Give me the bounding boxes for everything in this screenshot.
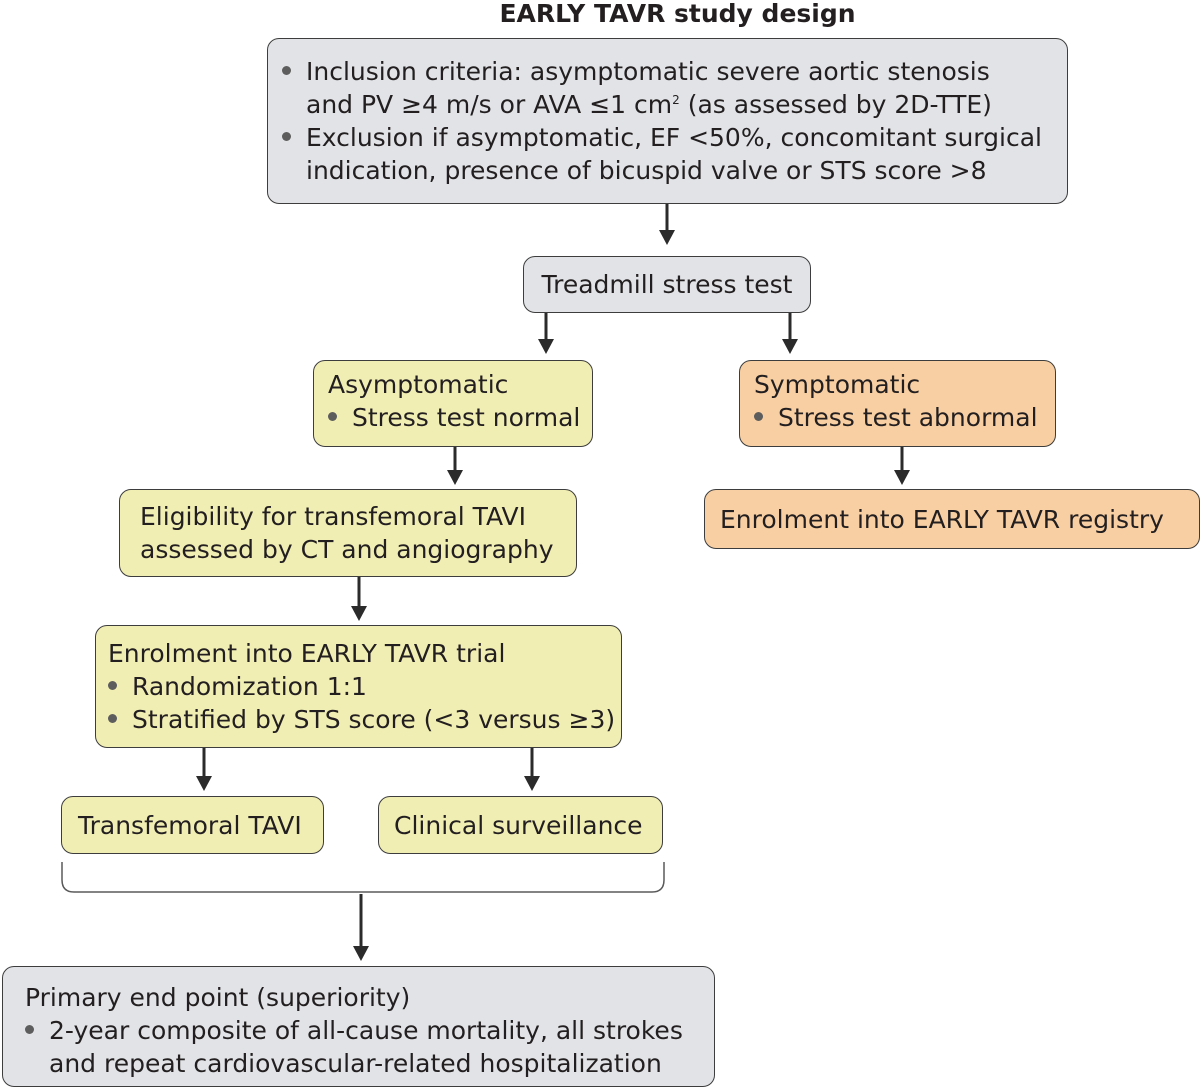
bullet-dot [108, 703, 132, 736]
bullet-dot [25, 1014, 49, 1047]
symptomatic-bullet: Stress test abnormal [778, 403, 1038, 432]
arrow-criteria-to-treadmill [659, 203, 675, 245]
bullet-dot [108, 670, 132, 703]
trial-heading: Enrolment into EARLY TAVR trial [108, 639, 506, 668]
criteria-box: Inclusion criteria: asymptomatic severe … [267, 38, 1068, 204]
registry-label: Enrolment into EARLY TAVR registry [720, 505, 1164, 534]
exclusion-criteria-text: Exclusion if asymptomatic, EF <50%, conc… [306, 123, 1042, 152]
exclusion-criteria-text-cont: indication, presence of bicuspid valve o… [306, 156, 987, 185]
registry-box: Enrolment into EARLY TAVR registry [704, 489, 1200, 549]
arrow-eligibility-to-trial [351, 577, 367, 621]
asymptomatic-box: Asymptomatic Stress test normal [313, 360, 593, 447]
symptomatic-box: Symptomatic Stress test abnormal [739, 360, 1056, 447]
surveillance-label: Clinical surveillance [394, 811, 643, 840]
arrow-trial-to-surveillance [524, 748, 540, 791]
bullet-dot [754, 401, 778, 434]
endpoint-box: Primary end point (superiority) 2-year c… [2, 966, 715, 1087]
inclusion-criteria-text: Inclusion criteria: asymptomatic severe … [306, 57, 990, 86]
grouping-bracket [61, 862, 665, 893]
bullet-dot [282, 55, 306, 88]
stratification-text: Stratified by STS score (<3 versus ≥3) [132, 705, 616, 734]
superscript-2: 2 [672, 93, 680, 107]
symptomatic-heading: Symptomatic [754, 370, 921, 399]
arrow-treadmill-to-asymptomatic [538, 313, 554, 354]
eligibility-line2: assessed by CT and angiography [140, 535, 554, 564]
tavi-label: Transfemoral TAVI [78, 811, 302, 840]
treadmill-label: Treadmill stress test [541, 270, 793, 299]
arrow-symptomatic-to-registry [894, 446, 910, 485]
randomization-text: Randomization 1:1 [132, 672, 367, 701]
endpoint-bullet: 2-year composite of all-cause mortality,… [49, 1016, 683, 1045]
arrow-treadmill-to-symptomatic [782, 313, 798, 354]
inclusion-criteria-text-cont: and PV ≥4 m/s or AVA ≤1 cm [306, 90, 673, 119]
trial-box: Enrolment into EARLY TAVR trial Randomiz… [95, 625, 622, 748]
asymptomatic-bullet: Stress test normal [352, 403, 581, 432]
arrow-bracket-to-endpoint [353, 894, 369, 961]
surveillance-box: Clinical surveillance [378, 796, 663, 854]
treadmill-box: Treadmill stress test [523, 256, 811, 313]
inclusion-criteria-text-tail: (as assessed by 2D-TTE) [679, 90, 992, 119]
endpoint-bullet-cont: and repeat cardiovascular-related hospit… [49, 1049, 662, 1078]
bullet-dot [282, 121, 306, 154]
eligibility-box: Eligibility for transfemoral TAVI assess… [119, 489, 577, 577]
asymptomatic-heading: Asymptomatic [328, 370, 509, 399]
arrow-asymptomatic-to-eligibility [447, 446, 463, 485]
eligibility-line1: Eligibility for transfemoral TAVI [140, 502, 526, 531]
arrow-trial-to-tavi [196, 748, 212, 791]
tavi-box: Transfemoral TAVI [61, 796, 324, 854]
bullet-dot [328, 401, 352, 434]
endpoint-heading: Primary end point (superiority) [25, 983, 411, 1012]
diagram-title: EARLY TAVR study design [499, 0, 856, 28]
